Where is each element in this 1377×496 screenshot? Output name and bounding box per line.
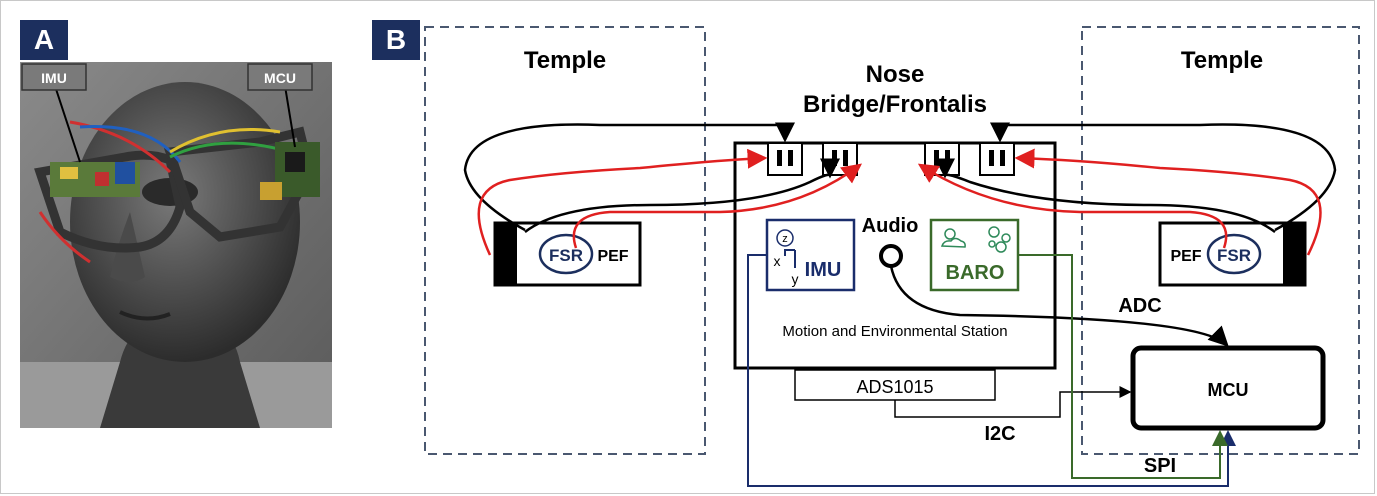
bubbles-icon <box>988 226 1011 253</box>
nose-title-line2: Bridge/Frontalis <box>803 91 987 118</box>
axis-y-label: y <box>792 271 799 287</box>
sensor-block-right <box>1158 221 1307 287</box>
z-axis-icon <box>776 229 794 247</box>
wire-audio-adc <box>889 265 1229 347</box>
adc-bus-label: ADC <box>1118 295 1161 317</box>
imu-callout <box>21 63 87 91</box>
wire-left-outer-black <box>463 122 795 232</box>
wire-spi-baro <box>1018 254 1228 479</box>
panel-a-badge: A <box>20 20 68 60</box>
wire-left-inner-black <box>524 158 840 233</box>
nose-title-line1: Nose <box>866 61 925 88</box>
mcu-block <box>1130 345 1326 431</box>
panel-b-badge: B <box>372 20 420 60</box>
axis-x-label: x <box>774 253 781 269</box>
wire-left-outer-red <box>477 148 768 256</box>
mcu-label: MCU <box>1208 380 1249 400</box>
pef-left-label: PEF <box>597 248 628 265</box>
mcu-callout-label: MCU <box>264 70 296 86</box>
fsr-left-label: FSR <box>549 246 583 265</box>
temple-left-title: Temple <box>524 47 606 74</box>
fsr-right-label: FSR <box>1217 246 1251 265</box>
adc-chip <box>794 369 996 401</box>
axis-arrows-icon <box>784 249 796 268</box>
adc-chip-label: ADS1015 <box>856 377 933 397</box>
wire-right-outer-red <box>1014 148 1322 256</box>
imu-block <box>765 218 856 292</box>
spi-bus-label: SPI <box>1144 455 1176 477</box>
axis-z-label: z <box>782 233 788 245</box>
imu-callout-label: IMU <box>41 70 67 86</box>
station-caption: Motion and Environmental Station <box>782 323 1007 340</box>
baro-label: BARO <box>946 262 1005 284</box>
wire-right-inner-red <box>917 163 1228 249</box>
weather-icon <box>940 228 966 248</box>
connector-4 <box>979 142 1015 176</box>
wire-right-outer-black <box>990 122 1337 232</box>
prototype-photo: IMU MCU <box>20 62 332 428</box>
wire-right-inner-black <box>935 158 1276 233</box>
i2c-bus-label: I2C <box>984 423 1015 445</box>
mcu-callout <box>247 63 313 91</box>
temple-right-title: Temple <box>1181 47 1263 74</box>
temple-left-region <box>424 26 706 455</box>
wire-i2c <box>894 386 1132 418</box>
imu-label: IMU <box>805 259 842 281</box>
sensor-block-left <box>493 221 642 287</box>
audio-label: Audio <box>862 215 919 237</box>
wire-left-inner-red <box>572 163 863 249</box>
pef-right-label: PEF <box>1170 248 1201 265</box>
wire-spi-imu <box>747 254 1236 487</box>
connector-1 <box>767 142 803 176</box>
